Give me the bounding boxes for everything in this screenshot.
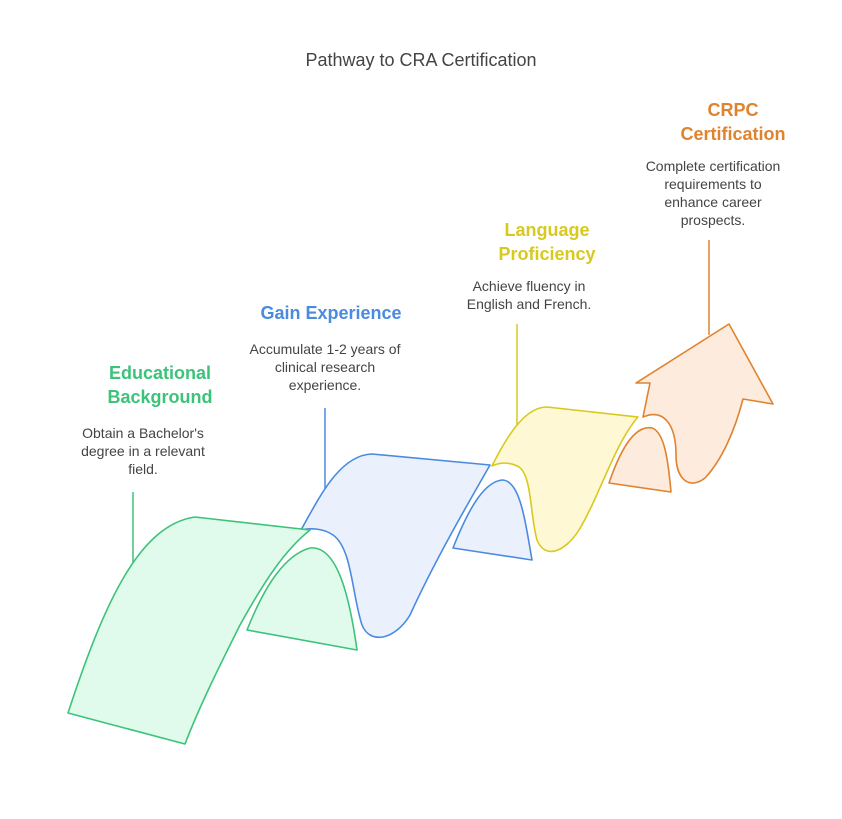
step-3-desc-line2: English and French.	[466, 296, 592, 312]
step-3-shape	[452, 324, 639, 561]
step-4-heading: CRPC Certification	[648, 98, 818, 146]
step-2-heading: Gain Experience	[231, 301, 431, 325]
step-3-desc-line1: Achieve fluency in	[472, 278, 586, 294]
step-4-description: Complete certification requirements to e…	[626, 157, 800, 229]
step-2-shape	[246, 408, 491, 651]
step-1-arch	[67, 516, 311, 745]
step-3-description: Achieve fluency in English and French.	[447, 277, 611, 313]
step-1-heading-line2: Background	[107, 387, 213, 407]
step-4-desc-line1: Complete certification	[645, 158, 781, 174]
step-1-description: Obtain a Bachelor's degree in a relevant…	[60, 424, 226, 478]
step-4-arrow-head	[635, 323, 774, 484]
step-4-shape	[608, 240, 774, 493]
step-3-fold	[452, 479, 533, 561]
step-2-desc-line3: experience.	[288, 377, 362, 393]
step-4-fold	[608, 427, 672, 493]
diagram-title: Pathway to CRA Certification	[305, 50, 537, 70]
step-2-arch	[300, 453, 491, 639]
step-3-heading: Language Proficiency	[462, 218, 632, 266]
step-1-desc-line2: degree in a relevant	[81, 443, 205, 459]
step-2-heading-line1: Gain Experience	[260, 303, 402, 323]
step-4-heading-line2: Certification	[680, 124, 786, 144]
step-4-heading-line1: CRPC	[707, 100, 759, 120]
step-4-desc-line4: prospects.	[680, 212, 746, 228]
step-1-shape	[67, 492, 311, 745]
step-1-desc-line3: field.	[128, 461, 158, 477]
step-3-heading-line2: Proficiency	[498, 244, 596, 264]
step-3-arch	[491, 406, 639, 553]
step-2-description: Accumulate 1-2 years of clinical researc…	[229, 340, 421, 394]
step-1-desc-line1: Obtain a Bachelor's	[82, 425, 204, 441]
step-3-heading-line1: Language	[504, 220, 590, 240]
step-1-heading-line1: Educational	[108, 363, 211, 383]
step-4-desc-line2: requirements to	[664, 176, 762, 192]
step-1-heading: Educational Background	[70, 361, 250, 409]
step-2-desc-line2: clinical research	[274, 359, 376, 375]
step-2-desc-line1: Accumulate 1-2 years of	[249, 341, 401, 357]
step-4-desc-line3: enhance career	[664, 194, 762, 210]
step-2-fold	[246, 547, 358, 651]
